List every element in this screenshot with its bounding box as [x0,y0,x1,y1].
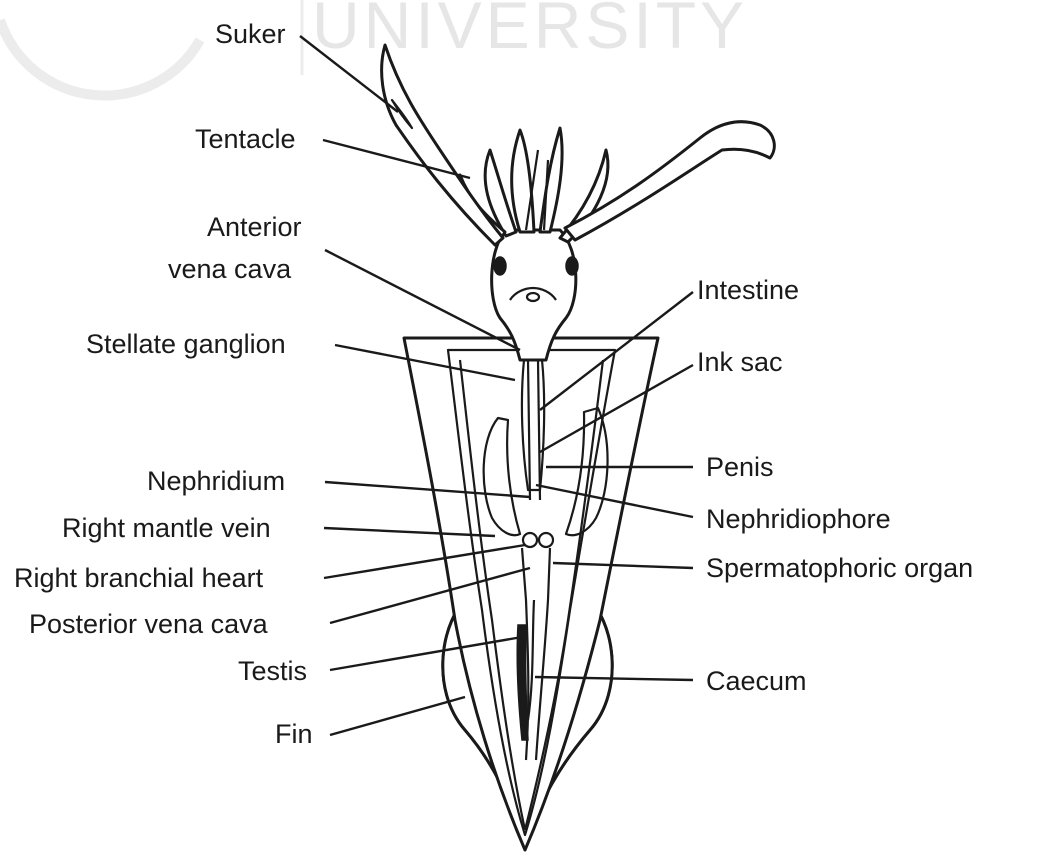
label-intestine: Intestine [697,275,799,305]
mantle-shape [404,338,658,850]
label-stellate-ganglion: Stellate ganglion [86,329,286,359]
label-testis: Testis [238,656,307,686]
label-spermatophoric-organ: Spermatophoric organ [706,553,973,583]
label-fin: Fin [275,719,313,749]
right-eye [566,257,578,275]
label-tentacle: Tentacle [195,124,296,154]
label-posterior-vena-cava: Posterior vena cava [29,609,269,639]
label-suker: Suker [215,19,286,49]
label-caecum: Caecum [706,666,807,696]
label-nephridium: Nephridium [147,466,285,496]
left-eye [494,257,506,275]
label-penis: Penis [706,452,774,482]
label-ink-sac: Ink sac [697,347,783,377]
label-vena-cava: vena cava [168,254,292,284]
label-anterior: Anterior [207,212,302,242]
watermark-text: UNIVERSITY [312,0,748,62]
label-right-branchial-heart: Right branchial heart [14,563,264,593]
left-tentacle [382,45,503,245]
label-nephridiophore: Nephridiophore [706,504,891,534]
watermark: UNIVERSITY [0,0,748,96]
label-right-mantle-vein: Right mantle vein [62,513,271,543]
squid-illustration [382,45,775,850]
